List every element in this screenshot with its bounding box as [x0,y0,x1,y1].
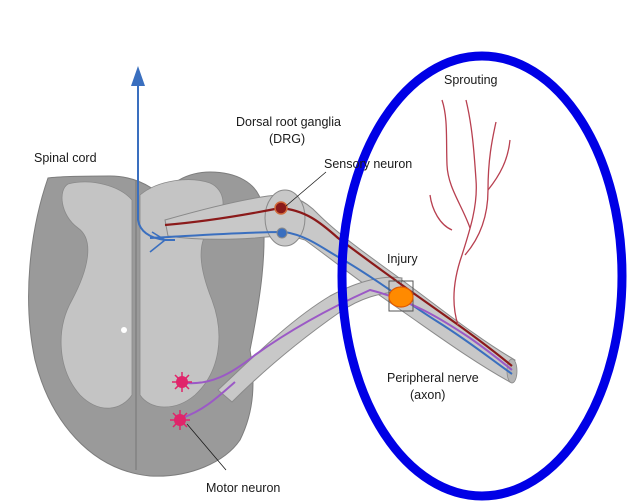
arrow-up-icon [131,66,145,86]
motor-neuron-soma [170,410,190,430]
sensory-neuron-label: Sensory neuron [324,157,412,171]
central-canal [121,327,127,333]
sprouting-axons [430,100,510,325]
peripheral-nerve-label-line2: (axon) [410,388,445,402]
motor-neuron-label: Motor neuron [206,481,280,495]
drg-label-line1: Dorsal root ganglia [236,115,341,129]
sensory-neuron-pointer [286,172,326,206]
motor-neuron-soma [172,372,192,392]
sensory-neuron-soma [275,202,287,214]
sprouting-label: Sprouting [444,73,498,87]
injury-site [389,287,413,307]
injury-label: Injury [387,252,418,266]
drg-blue-soma [277,228,287,238]
spinal-cord-label: Spinal cord [34,151,97,165]
drg-label-line2: (DRG) [269,132,305,146]
peripheral-nerve-label-line1: Peripheral nerve [387,371,479,385]
